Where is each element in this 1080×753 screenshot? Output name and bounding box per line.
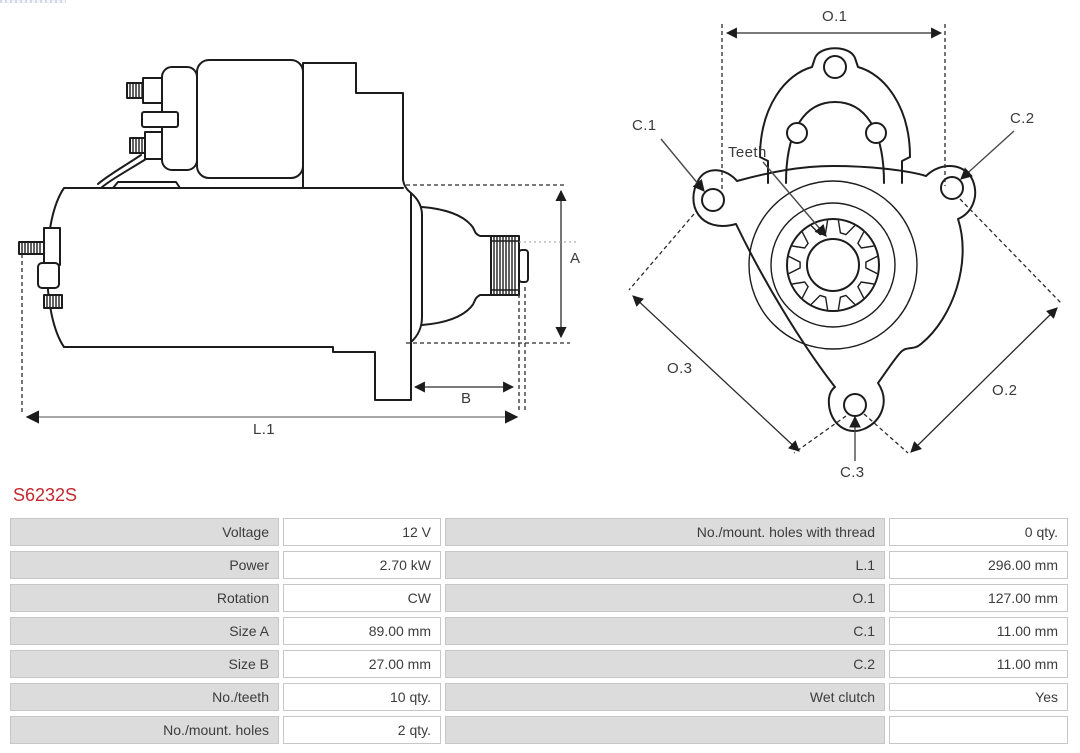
spec-label: Size B bbox=[10, 650, 279, 678]
spec-label: L.1 bbox=[445, 551, 885, 579]
spec-value: 10 qty. bbox=[283, 683, 441, 711]
dim-label-c3: C.3 bbox=[840, 464, 865, 481]
front-view-drawing bbox=[628, 24, 1062, 461]
dim-label-teeth: Teeth bbox=[728, 144, 767, 161]
spec-label: O.1 bbox=[445, 584, 885, 612]
dim-label-a: A bbox=[570, 250, 581, 267]
dim-label-o2: O.2 bbox=[992, 382, 1018, 399]
dim-label-o3: O.3 bbox=[667, 360, 693, 377]
spec-label bbox=[445, 716, 885, 744]
spec-value bbox=[889, 716, 1068, 744]
spec-label: C.1 bbox=[445, 617, 885, 645]
page-top-artifact bbox=[0, 0, 66, 3]
spec-value: 12 V bbox=[283, 518, 441, 546]
spec-value: 0 qty. bbox=[889, 518, 1068, 546]
dim-label-c1: C.1 bbox=[632, 117, 657, 134]
side-view-drawing bbox=[18, 59, 577, 424]
dim-label-c2: C.2 bbox=[1010, 110, 1035, 127]
spec-label: Size A bbox=[10, 617, 279, 645]
dim-label-o1: O.1 bbox=[822, 8, 848, 25]
dim-label-l1: L.1 bbox=[253, 421, 276, 438]
spec-table: Voltage 12 V No./mount. holes with threa… bbox=[10, 518, 1068, 744]
spec-label: Voltage bbox=[10, 518, 279, 546]
spec-label: C.2 bbox=[445, 650, 885, 678]
spec-label: No./teeth bbox=[10, 683, 279, 711]
spec-label: Rotation bbox=[10, 584, 279, 612]
spec-label: Wet clutch bbox=[445, 683, 885, 711]
spec-value: 27.00 mm bbox=[283, 650, 441, 678]
spec-value: 296.00 mm bbox=[889, 551, 1068, 579]
spec-value: 127.00 mm bbox=[889, 584, 1068, 612]
spec-label: No./mount. holes bbox=[10, 716, 279, 744]
technical-drawings bbox=[18, 24, 1062, 461]
spec-label: No./mount. holes with thread bbox=[445, 518, 885, 546]
spec-value: 2 qty. bbox=[283, 716, 441, 744]
spec-value: 89.00 mm bbox=[283, 617, 441, 645]
spec-value: CW bbox=[283, 584, 441, 612]
dim-label-b: B bbox=[461, 390, 472, 407]
spec-value: Yes bbox=[889, 683, 1068, 711]
spec-value: 11.00 mm bbox=[889, 617, 1068, 645]
spec-value: 11.00 mm bbox=[889, 650, 1068, 678]
part-number: S6232S bbox=[13, 485, 78, 505]
spec-label: Power bbox=[10, 551, 279, 579]
spec-value: 2.70 kW bbox=[283, 551, 441, 579]
